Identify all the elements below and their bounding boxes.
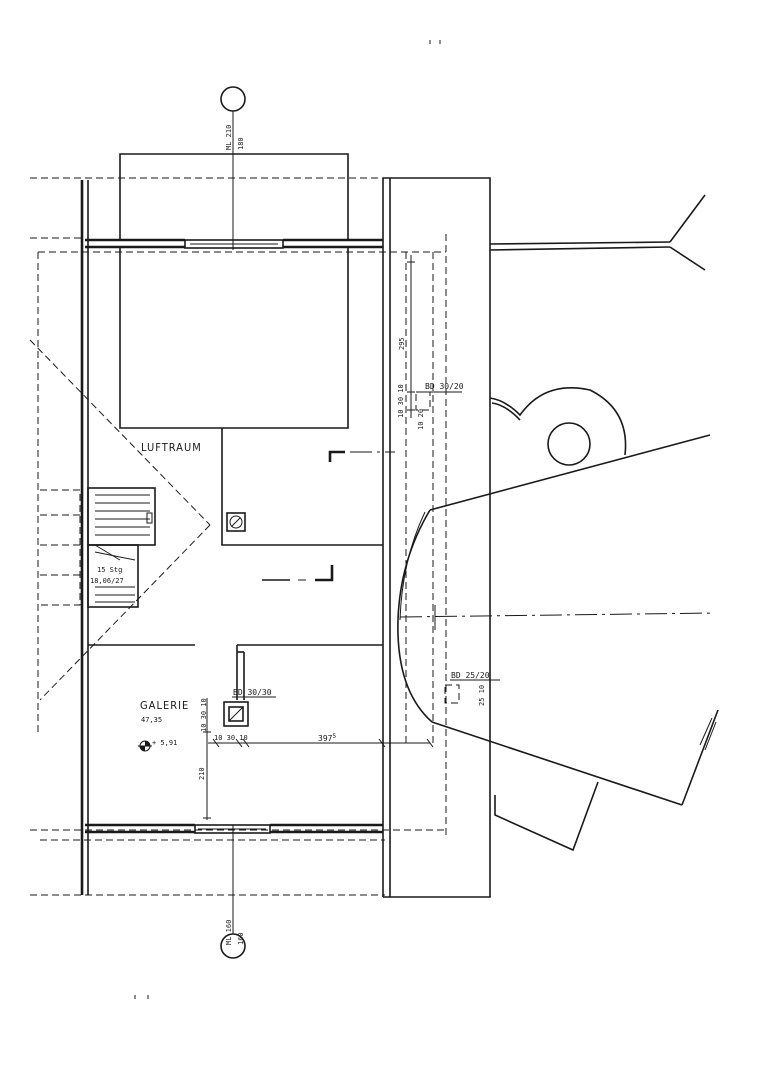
dim-10-30-10-c: 10 30 10 — [214, 734, 248, 742]
level-mark: + 5,91 — [152, 739, 177, 747]
section-mark-bottom-text-2: 160 — [237, 932, 245, 945]
stair-dims-label: 18,06/27 — [90, 577, 124, 585]
section-mark-top-text-2: 180 — [237, 137, 245, 150]
dimension-lines — [203, 255, 500, 820]
section-mark-top-text-1: ML 210 — [225, 125, 233, 150]
section-mark-bottom-text-1: ML 160 — [225, 920, 233, 945]
room-label-luftraum: LUFTRAUM — [141, 441, 202, 454]
level-marker-icon — [138, 740, 152, 752]
walls — [80, 153, 491, 898]
room-label-galerie: GALERIE — [140, 699, 189, 712]
columns — [223, 391, 431, 727]
dim-10-30-10-b: 10 30 10 — [200, 698, 208, 732]
section-mark-top: ML 210 180 — [220, 86, 246, 250]
bd-25-20: BD 25/20 — [451, 671, 490, 680]
dim-3975: 3975 — [318, 733, 336, 743]
galerie-area: 47,35 — [141, 716, 162, 724]
bd-30-30: BD 30/30 — [233, 688, 272, 697]
roof-hip-lines — [29, 339, 211, 701]
dim-210: 210 — [198, 767, 206, 780]
staircase: 15 Stg 18,06/27 — [40, 487, 156, 608]
dim-10-30-10-a: 10 30 10 — [397, 384, 405, 418]
room-labels: LUFTRAUM GALERIE 47,35 + 5,91 — [138, 441, 202, 752]
outline-dashed — [30, 177, 447, 896]
beam-marks — [262, 450, 395, 582]
neighbour-outline — [397, 194, 719, 852]
scan-marks — [134, 40, 441, 999]
dim-25-10: 25 10 — [478, 685, 486, 706]
dimension-labels: 295 10 30 10 10 20 BD 30/20 BD 30/30 10 … — [198, 337, 490, 780]
stair-steps-label: 15 Stg — [97, 566, 122, 574]
bd-30-20: BD 30/20 — [425, 382, 464, 391]
dim-10-20: 10 20 — [417, 409, 425, 430]
section-mark-bottom: ML 160 160 — [220, 825, 246, 959]
dim-295: 295 — [398, 337, 406, 350]
